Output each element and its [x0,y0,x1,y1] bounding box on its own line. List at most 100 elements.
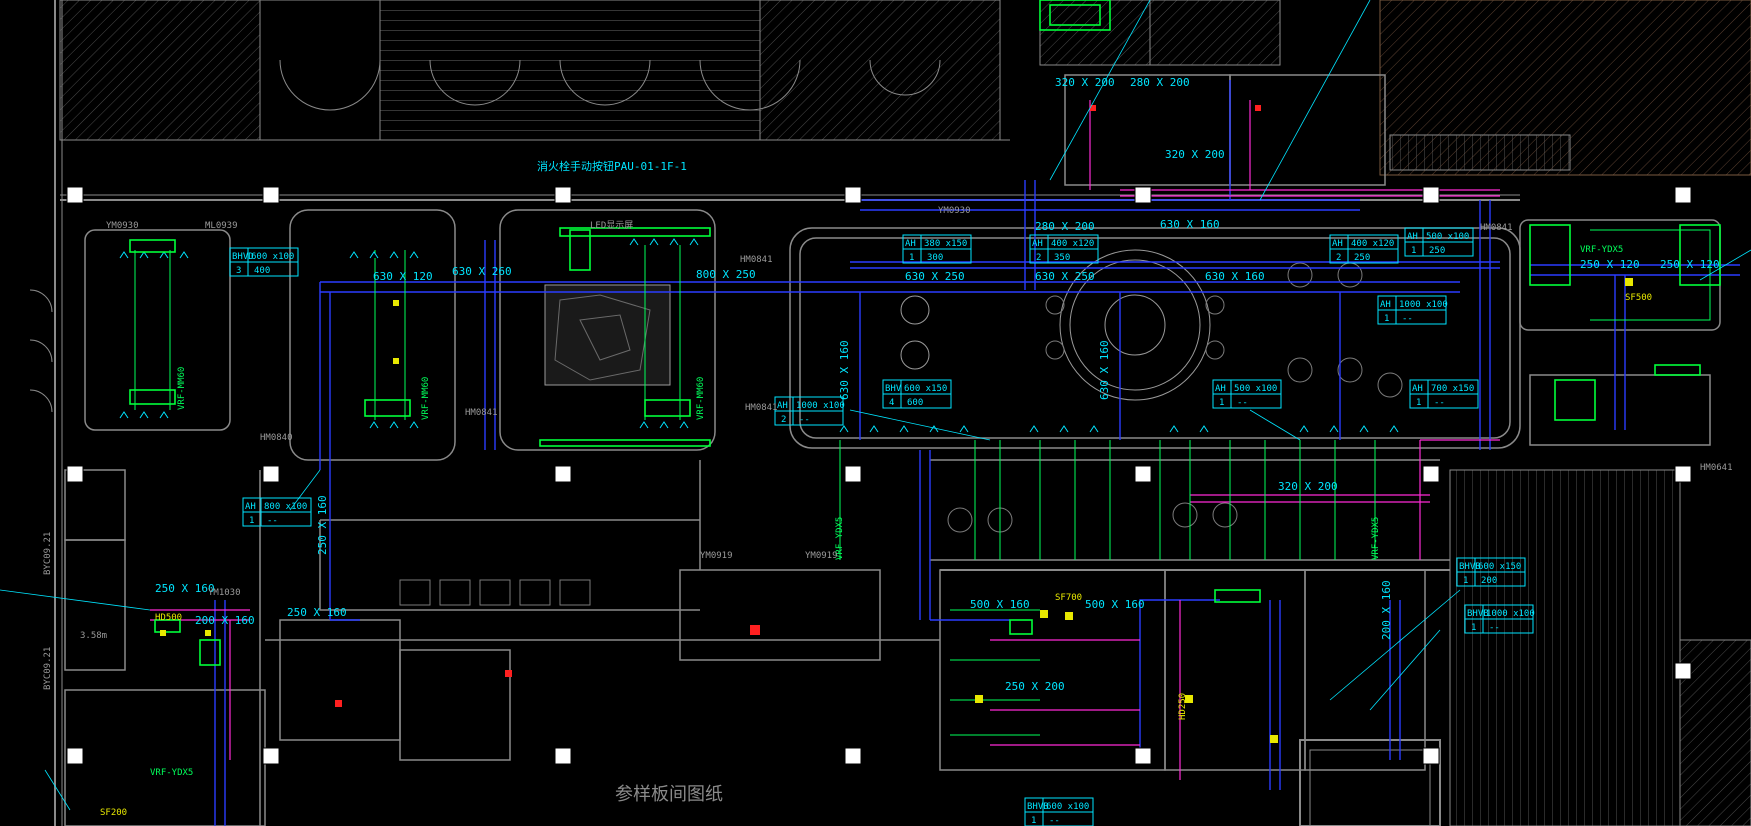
tag-extra: -- [1237,398,1248,408]
duct-size-label: 280 X 200 [1035,220,1095,233]
room-code: HM0840 [260,433,293,443]
duct-size-label: 320 X 200 [1055,76,1115,89]
tag-qty: 2 [1036,253,1041,263]
diffuser-branches [134,229,1711,736]
round-table [900,249,1211,401]
room-code: HM0841 [465,408,498,418]
tag-size: 600 x150 [904,384,947,394]
equipment-label: VRF-MM60 [421,377,431,420]
duct-size-label: 630 X 250 [905,270,965,283]
tag-head: AH [1412,384,1423,394]
tag-qty: 1 [1031,816,1036,826]
duct-size-label: 250 X 160 [155,582,215,595]
duct-size-label: 800 X 250 [696,268,756,281]
duct-size-label: 200 X 160 [195,614,255,627]
yellow-fixtures [160,278,1633,743]
room-code: ML0939 [205,221,238,231]
drawing-watermark: 参样板间图纸 [615,784,723,805]
tag-box: AH 1000 x100 1 -- [1377,295,1448,325]
duct-size-label: 250 X 120 [1660,258,1720,271]
equipment-label: VRF-MM60 [696,377,706,420]
room-code: HM0841 [740,255,773,265]
tag-extra: 200 [1481,576,1497,586]
tag-size: 400 x120 [1351,239,1394,249]
tag-extra: -- [1402,314,1413,324]
tag-extra: -- [1489,623,1500,633]
tag-head: AH [1380,300,1391,310]
tag-extra: 250 [1429,246,1445,256]
tag-qty: 1 [249,516,254,526]
tag-head: BHVB [1467,609,1489,619]
room-code: HM0641 [1700,463,1733,473]
tag-extra: 400 [254,266,270,276]
tag-head: AH [245,502,256,512]
duct-size-label: 250 X 160 [316,495,329,555]
duct-size-label: 280 X 200 [1130,76,1190,89]
tag-head: AH [1032,239,1043,249]
duct-size-label: 500 X 160 [1085,598,1145,611]
tag-qty: 1 [1416,398,1421,408]
tag-size: 600 x100 [251,252,294,262]
tag-size: 600 x100 [1046,802,1089,812]
structural-columns [66,186,1692,765]
tag-qty: 1 [1463,576,1468,586]
duct-size-label: 630 X 160 [1098,340,1111,400]
tag-qty: 3 [236,266,241,276]
duct-size-label: 250 X 200 [1005,680,1065,693]
tag-qty: 1 [1411,246,1416,256]
equipment-label: HD500 [155,613,182,623]
room-code: BYC09.21 [43,647,53,690]
tag-size: 1000 x100 [796,401,845,411]
duct-size-label: 630 X 250 [1035,270,1095,283]
tag-extra: 600 [907,398,923,408]
room-code: YM0930 [938,206,971,216]
tag-extra: -- [1434,398,1445,408]
tag-head: AH [905,239,916,249]
tag-size: 1000 x100 [1399,300,1448,310]
duct-size-label: 320 X 200 [1278,480,1338,493]
duct-size-label: 630 X 160 [1205,270,1265,283]
tag-extra: 250 [1354,253,1370,263]
duct-size-label: 200 X 160 [1380,580,1393,640]
duct-size-label: 250 X 160 [287,606,347,619]
duct-size-label: 630 X 160 [1160,218,1220,231]
equipment-label: HD250 [1178,693,1188,720]
tag-qty: 1 [1384,314,1389,324]
duct-size-labels: 630 X 120 630 X 260 800 X 250 630 X 250 … [155,76,1720,693]
supply-ducts [214,80,1740,826]
equipment-label: VRF-YDX5 [1580,245,1623,255]
tag-qty: 2 [1336,253,1341,263]
room-code: YM0919 [805,551,838,561]
tag-qty: 1 [909,253,914,263]
tag-qty: 4 [889,398,894,408]
duct-size-label: 630 X 260 [452,265,512,278]
tag-head: BHVB [1459,562,1481,572]
duct-size-label: 500 X 160 [970,598,1030,611]
tag-size: 1000 x100 [1486,609,1535,619]
tag-size: 400 x120 [1051,239,1094,249]
equipment-units [129,0,1721,666]
tag-extra: 300 [927,253,943,263]
tag-head: BHVB [1027,802,1049,812]
tag-extra: -- [799,415,810,425]
tag-head: AH [1407,232,1418,242]
duct-size-label: 630 X 160 [838,340,851,400]
left-facade [29,0,63,826]
equipment-labels: VRF-MM60 VRF-MM60 VRF-MM60 VRF-YDX5 VRF-… [100,245,1652,818]
tag-head: AH [1215,384,1226,394]
equipment-label: SF500 [1625,293,1652,303]
